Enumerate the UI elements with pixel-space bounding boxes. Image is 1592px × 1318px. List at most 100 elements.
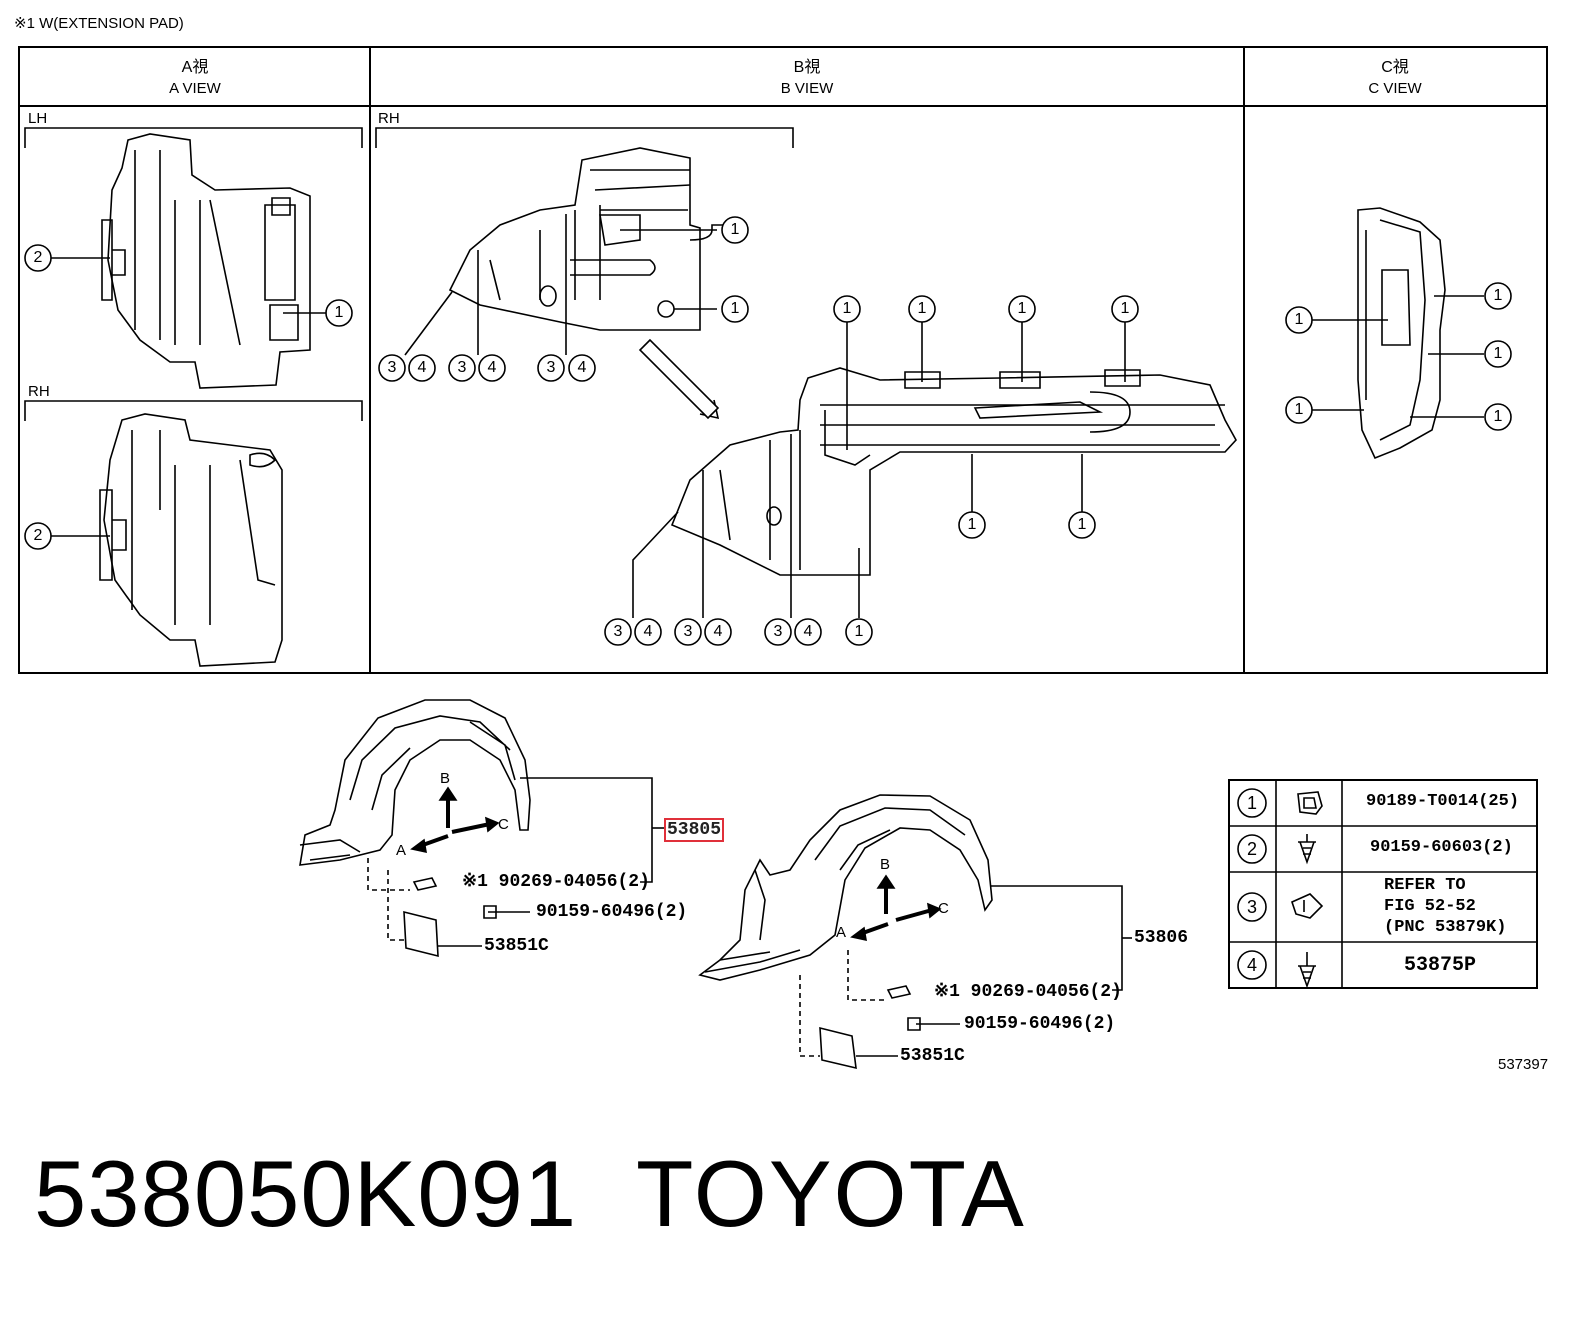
part-label-screw-rh[interactable]: 90159-60496(2) [964,1014,1116,1034]
callout-1-11-circle [833,295,861,323]
callout-1-11[interactable]: 1 [842,300,852,317]
a-view-lh-liner [101,133,311,389]
legend-part-3[interactable]: REFER TO FIG 52-52 (PNC 53879K) [1384,875,1506,938]
callout-3-19-circle [674,618,702,646]
callout-1-25[interactable]: 1 [1294,401,1304,418]
callout-4-18-circle [634,618,662,646]
legend-number-2[interactable]: 2 [1246,839,1257,859]
b-view-lower-liner [670,367,1237,576]
part-label-53805[interactable]: 53805 [664,818,725,842]
callout-1-23-circle [845,618,873,646]
c-view-liner [1357,207,1446,460]
callout-1-4[interactable]: 1 [730,300,740,317]
callout-4-8[interactable]: 4 [487,359,497,376]
view-a-header: A視 A VIEW [20,48,370,106]
legend-part-4[interactable]: 53875P [1404,954,1477,977]
callout-1-14[interactable]: 1 [1120,300,1130,317]
callout-3-17-circle [604,618,632,646]
callout-1-23[interactable]: 1 [854,623,864,640]
callout-1-12-circle [908,295,936,323]
view-c-header: C視 C VIEW [1244,48,1546,106]
callout-3-9-circle [537,354,565,382]
legend-part-3-line-2: FIG 52-52 [1384,897,1476,916]
part-label-clip-lh[interactable]: ※1 90269-04056(2) [462,872,650,892]
callout-4-20-circle [704,618,732,646]
b-view-upper-liner [448,147,724,331]
callout-3-9[interactable]: 3 [546,359,556,376]
legend-number-4[interactable]: 4 [1246,955,1257,975]
callout-1-1[interactable]: 1 [334,304,344,321]
arrow-label-a-lh: A [396,842,407,859]
part-label-pad-rh[interactable]: 53851C [900,1046,965,1066]
callout-1-27[interactable]: 1 [1493,345,1503,362]
view-b-jp: B視 [793,59,821,76]
callout-4-10-circle [568,354,596,382]
callout-2-2-circle [24,522,52,550]
brand-name: TOYOTA [636,1141,1026,1246]
callout-2-0-circle [24,244,52,272]
callout-1-12[interactable]: 1 [917,300,927,317]
callout-2-2[interactable]: 2 [33,527,43,544]
side-label-rh-a: RH [28,383,50,400]
figure-number: 537397 [1498,1056,1549,1073]
callout-4-18[interactable]: 4 [643,623,653,640]
legend-number-4-circle [1237,950,1267,980]
callout-4-10[interactable]: 4 [577,359,587,376]
legend-part-2[interactable]: 90159-60603(2) [1370,838,1513,857]
legend-number-1-circle [1237,788,1267,818]
callout-1-27-circle [1484,340,1512,368]
arrow-label-c-lh: C [498,816,509,833]
view-a-en: A VIEW [169,80,221,97]
callout-1-15[interactable]: 1 [967,516,977,533]
callout-1-3[interactable]: 1 [730,221,740,238]
callout-2-0[interactable]: 2 [33,249,43,266]
view-c-jp: C視 [1381,59,1409,76]
callout-1-28[interactable]: 1 [1493,408,1503,425]
callout-3-17[interactable]: 3 [613,623,623,640]
callout-1-16[interactable]: 1 [1077,516,1087,533]
view-b-header: B視 B VIEW [370,48,1244,106]
callout-1-24[interactable]: 1 [1294,311,1304,328]
part-label-clip-rh[interactable]: ※1 90269-04056(2) [934,982,1122,1002]
callout-4-6[interactable]: 4 [417,359,427,376]
callout-3-21-circle [764,618,792,646]
callout-1-14-circle [1111,295,1139,323]
callout-3-19[interactable]: 3 [683,623,693,640]
arrow-label-c-rh: C [938,900,949,917]
callout-1-13[interactable]: 1 [1017,300,1027,317]
legend-part-3-line-1: REFER TO [1384,876,1466,895]
callout-4-20[interactable]: 4 [713,623,723,640]
callout-3-21[interactable]: 3 [773,623,783,640]
legend-part-1[interactable]: 90189-T0014(25) [1366,792,1520,811]
callout-3-7[interactable]: 3 [457,359,467,376]
view-c-en: C VIEW [1368,80,1422,97]
views-frame [18,46,1548,674]
callout-4-22[interactable]: 4 [803,623,813,640]
view-b-en: B VIEW [780,80,834,97]
callout-1-26-circle [1484,282,1512,310]
callout-3-5-circle [378,354,406,382]
callout-1-25-circle [1285,396,1313,424]
callout-1-26[interactable]: 1 [1493,287,1503,304]
part-label-53806[interactable]: 53806 [1134,928,1189,948]
callout-3-5[interactable]: 3 [387,359,397,376]
legend-number-1[interactable]: 1 [1246,793,1257,813]
extension-pad-note: ※1 W(EXTENSION PAD) [14,15,184,32]
arrow-label-b-lh: B [440,770,451,787]
side-label-rh-b: RH [378,110,400,127]
arrow-label-b-rh: B [880,856,891,873]
part-label-screw-lh[interactable]: 90159-60496(2) [536,902,688,922]
callout-4-8-circle [478,354,506,382]
legend-number-3-circle [1237,892,1267,922]
callout-1-1-circle [325,299,353,327]
legend-part-3-line-3: (PNC 53879K) [1384,918,1507,937]
arrow-label-a-rh: A [836,924,847,941]
callout-4-22-circle [794,618,822,646]
callout-1-24-circle [1285,306,1313,334]
side-label-lh: LH [28,110,48,127]
part-label-pad-lh[interactable]: 53851C [484,936,549,956]
callout-1-13-circle [1008,295,1036,323]
legend-number-3[interactable]: 3 [1246,897,1257,917]
callout-3-7-circle [448,354,476,382]
liner-53805-art [299,699,531,866]
